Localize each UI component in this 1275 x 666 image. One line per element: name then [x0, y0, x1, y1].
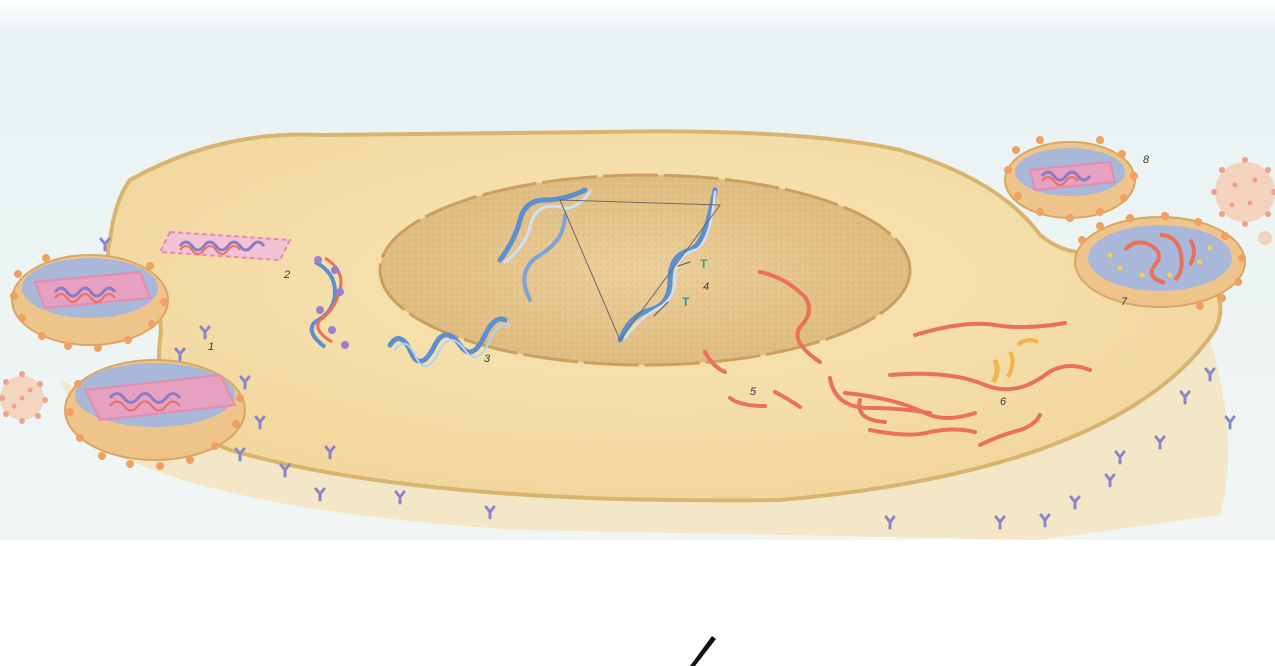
step-label-4: 4	[703, 281, 709, 293]
step-label-5: 5	[750, 386, 757, 398]
integration-mark-1: T	[700, 257, 708, 271]
step-label-3: 3	[484, 353, 491, 365]
nucleus-texture	[383, 178, 907, 362]
step-label-6: 6	[1000, 396, 1007, 408]
integration-mark-2: T	[682, 295, 690, 309]
bottom-margin	[0, 540, 1275, 666]
step-label-8: 8	[1143, 154, 1150, 166]
step-label-7: 7	[1121, 296, 1128, 308]
step-label-2: 2	[283, 269, 290, 281]
step-label-1: 1	[208, 341, 214, 353]
